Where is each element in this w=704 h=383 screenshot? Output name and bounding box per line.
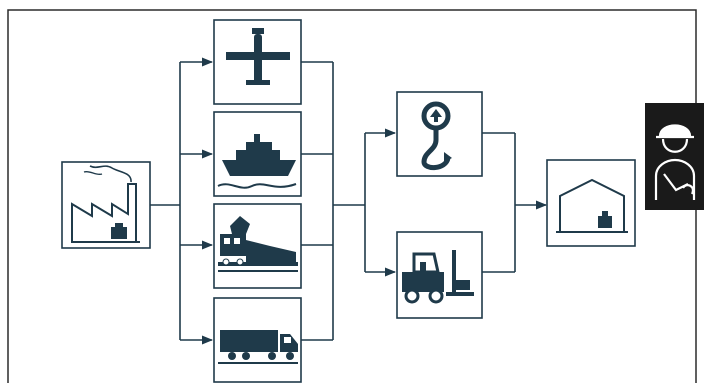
factory-node <box>61 161 151 249</box>
factory-icon <box>71 165 140 243</box>
truck-icon <box>218 330 298 364</box>
ship-icon <box>217 134 297 189</box>
air-node <box>213 19 302 105</box>
crane-node <box>396 91 483 177</box>
warehouse-node <box>546 159 636 247</box>
airplane-icon <box>226 28 290 85</box>
worker-icon <box>654 124 696 200</box>
forklift-node <box>396 231 483 319</box>
warehouse-icon <box>556 178 628 233</box>
train-icon <box>218 216 298 272</box>
connectors <box>150 57 548 345</box>
forklift-icon <box>402 250 474 304</box>
crane-hook-icon <box>421 101 452 170</box>
rail-node <box>213 203 302 289</box>
sea-node <box>213 111 302 197</box>
worker-badge <box>645 103 704 210</box>
road-node <box>213 297 302 383</box>
